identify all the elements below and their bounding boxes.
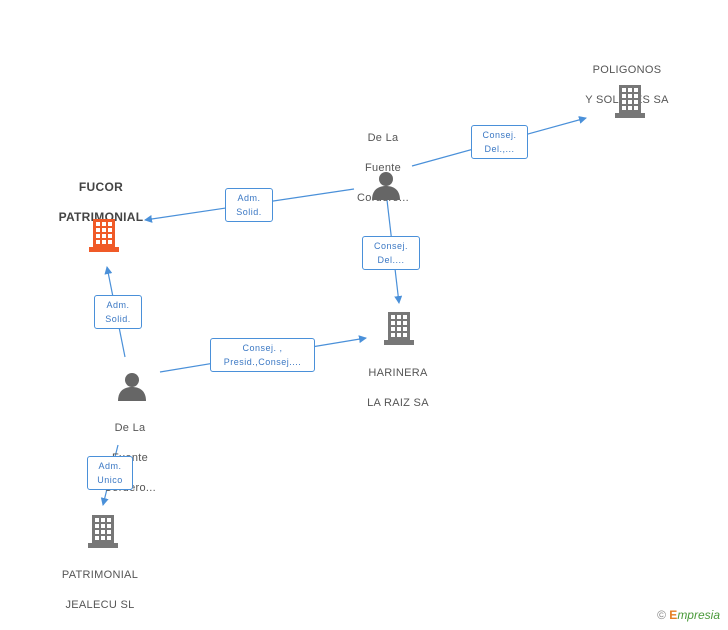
edge-badge-line: Adm.	[98, 461, 122, 471]
node-label-line: Fuente	[364, 162, 402, 174]
person-icon[interactable]	[117, 371, 147, 401]
node-label-line: JEALECU SL	[65, 599, 135, 611]
edge-badge-bottom-jealecu[interactable]: Adm. Unico	[87, 456, 133, 490]
building-icon[interactable]	[89, 219, 119, 252]
node-label-line: PATRIMONIAL	[58, 210, 144, 224]
brand-logo-initial: E	[669, 608, 678, 622]
person-icon[interactable]	[371, 170, 401, 200]
node-label-line: HARINERA	[368, 367, 428, 379]
node-label-line: PATRIMONIAL	[61, 569, 139, 581]
brand-logo-text: mpresia	[677, 608, 720, 622]
node-label-line: FUCOR	[78, 180, 124, 194]
edge-badge-line: Consej.	[373, 241, 408, 251]
node-label-line: De La	[367, 132, 399, 144]
edge-badge-top-fucor[interactable]: Adm. Solid.	[225, 188, 273, 222]
edge-badge-top-poligonos[interactable]: Consej. Del.,...	[471, 125, 528, 159]
edge-badge-line: Presid.,Consej....	[223, 357, 302, 367]
edge-badge-line: Adm.	[106, 300, 130, 310]
node-label-line: LA RAIZ SA	[367, 397, 429, 409]
edge-badge-bottom-harinera[interactable]: Consej. , Presid.,Consej....	[210, 338, 315, 372]
edge-badge-line: Del.,...	[484, 144, 515, 154]
copyright-symbol: ©	[657, 608, 666, 622]
edge-badge-top-harinera[interactable]: Consej. Del....	[362, 236, 420, 270]
edge-badge-line: Consej.	[482, 130, 517, 140]
edge-badge-line: Solid.	[236, 207, 262, 217]
edge-badge-line: Consej. ,	[242, 343, 283, 353]
node-label-person-top[interactable]: De La Fuente Cordero...	[340, 116, 426, 206]
node-label-jealecu[interactable]: PATRIMONIAL JEALECU SL	[50, 553, 150, 613]
edge-badge-line: Adm.	[237, 193, 261, 203]
brand-footer[interactable]: © Empresia	[657, 608, 720, 622]
edge-badge-line: Solid.	[105, 314, 131, 324]
edge-badge-bottom-fucor[interactable]: Adm. Solid.	[94, 295, 142, 329]
building-icon[interactable]	[384, 312, 414, 345]
node-label-harinera[interactable]: HARINERA LA RAIZ SA	[350, 351, 446, 411]
edge-badge-line: Del....	[377, 255, 405, 265]
building-icon[interactable]	[615, 85, 645, 118]
node-label-line: POLIGONOS	[592, 64, 662, 76]
node-label-line: De La	[114, 422, 146, 434]
building-icon[interactable]	[88, 515, 118, 548]
edge-badge-line: Unico	[97, 475, 123, 485]
